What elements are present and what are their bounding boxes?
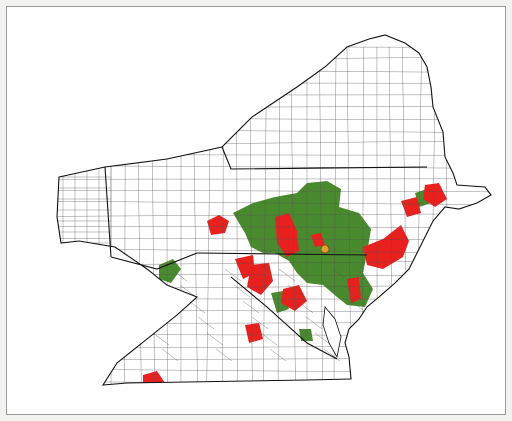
county-line — [314, 332, 332, 346]
county-line — [278, 268, 296, 282]
county-line — [341, 284, 359, 298]
county-line — [134, 300, 152, 314]
highlight-county-red — [311, 233, 325, 247]
regional-county-map — [56, 34, 492, 386]
county-line — [57, 46, 491, 48]
county-line — [269, 348, 287, 362]
county-line — [116, 268, 134, 282]
county-line — [305, 316, 323, 330]
county-line — [332, 268, 350, 282]
chesapeake-bay — [322, 306, 342, 359]
county-line — [170, 268, 188, 282]
county-line — [224, 268, 242, 282]
county-line — [359, 316, 377, 330]
county-line — [57, 213, 491, 217]
county-line — [152, 332, 170, 346]
county-line — [57, 226, 491, 228]
region-outline — [56, 34, 492, 386]
county-line — [215, 348, 233, 362]
highlight-county-green — [159, 259, 181, 283]
county-line — [161, 348, 179, 362]
county-line — [260, 332, 278, 346]
county-line — [277, 46, 281, 385]
county-line — [57, 189, 491, 193]
highlight-county-red — [423, 183, 447, 207]
county-line — [57, 201, 491, 205]
county-line — [444, 46, 450, 385]
county-line — [290, 46, 296, 385]
county-line — [242, 300, 260, 314]
highlight-county-red — [281, 285, 307, 311]
county-line — [188, 300, 206, 314]
county-line — [323, 348, 341, 362]
highlight-county-red — [245, 323, 263, 343]
county-line — [197, 316, 215, 330]
county-line — [57, 69, 491, 73]
county-line — [319, 46, 323, 385]
highlight-county-red — [401, 197, 421, 217]
county-line — [206, 332, 224, 346]
county-line — [57, 56, 491, 62]
county-line — [251, 316, 269, 330]
highlight-county-red — [207, 215, 229, 235]
map-frame — [6, 6, 506, 415]
county-line — [296, 300, 314, 314]
county-line — [287, 284, 305, 298]
county-line — [233, 284, 251, 298]
county-line — [125, 284, 143, 298]
highlight-county-red — [143, 371, 165, 385]
county-line — [57, 165, 491, 169]
highlight-county-red — [363, 225, 409, 269]
county-line — [143, 316, 161, 330]
state-borders — [104, 146, 428, 360]
center-point-marker — [320, 244, 330, 254]
